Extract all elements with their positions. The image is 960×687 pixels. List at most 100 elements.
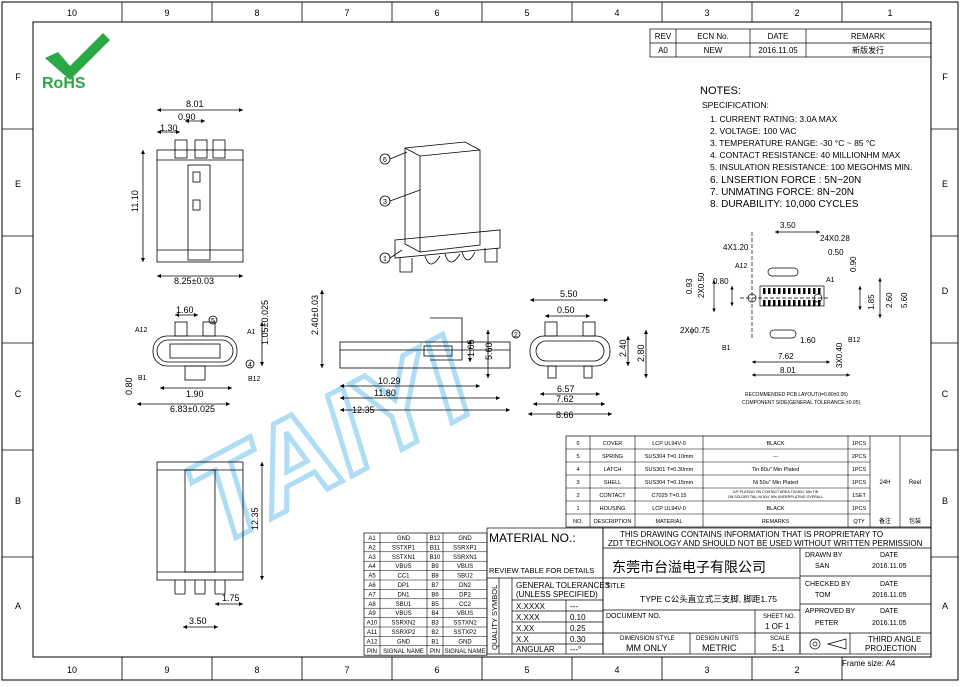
- dim-rf-5-50: 5.50: [560, 289, 578, 299]
- pcb-pad: [808, 288, 811, 294]
- dim-pcb-0-90: 0.90: [849, 256, 858, 272]
- bom-cell: CONTACT: [599, 493, 626, 499]
- pin-table-cell: A6: [368, 583, 376, 589]
- bom-cell: Tin 80u" Min Plated: [752, 467, 800, 473]
- dim-rf-2-40: 2.40: [618, 339, 628, 357]
- zone-row-right-B: B: [942, 496, 948, 506]
- approved-date-label: DATE: [880, 608, 898, 615]
- proprietary-line-2: ZDT TECHNOLOGY AND SHOULD NOT BE USED WI…: [608, 539, 923, 548]
- pcb-label-a12: A12: [735, 263, 748, 270]
- bom-cell: Ni 50u" Min Plated: [753, 480, 798, 486]
- tol-row-0-value: ---: [570, 602, 578, 611]
- dim-top-offset: 1.30: [160, 123, 178, 133]
- pin-table-cell: A5: [368, 574, 376, 580]
- zone-row-left-E: E: [15, 179, 21, 189]
- callout-3-iso: 3: [383, 199, 387, 206]
- drawn-by-value: SAN: [815, 563, 829, 570]
- tol-row-3-label: X.X: [516, 635, 530, 644]
- note-8: 8. DURABILITY: 10,000 CYCLES: [710, 199, 859, 210]
- dim-bottom-3-50: 3.50: [189, 616, 207, 626]
- pin-table-cell: A7: [368, 592, 376, 598]
- bom-note-header: 备注: [879, 517, 891, 525]
- zone-col-top-7: 7: [344, 8, 349, 18]
- bom-cell: BLACK: [766, 441, 784, 447]
- bom-cell: SHELL: [604, 480, 621, 486]
- note-6: 6. LNSERTION FORCE : 5N~20N: [710, 175, 861, 186]
- pin-table-cell: B2: [431, 630, 439, 636]
- bom-cell: 1PCS: [852, 467, 867, 473]
- proprietary-line-1: THIS DRAWING CONTAINS INFORMATION THAT I…: [620, 530, 883, 539]
- pin-table-cell: SBU2: [457, 574, 473, 580]
- tolerance-title: GENERAL TOLERANCES: [516, 581, 610, 590]
- zone-col-bottom-9: 9: [164, 665, 169, 675]
- dim-pcb-1-85: 1.85: [867, 294, 876, 310]
- rev-header-date: DATE: [768, 32, 789, 41]
- bom-cell: SUS301 T=0.30mm: [645, 467, 694, 473]
- pcb-pad: [763, 300, 766, 306]
- pcb-pad: [803, 300, 806, 306]
- pcb-layout-view: [712, 230, 882, 377]
- rev-value-date: 2016.11.05: [758, 46, 798, 55]
- dimension-style-value: MM ONLY: [626, 643, 667, 653]
- pin-table-cell: VBUS: [395, 611, 411, 617]
- dim-top-height: 11.10: [130, 190, 140, 212]
- pin-table-cell: B1: [431, 639, 439, 645]
- tol-row-2-label: X.XX: [516, 624, 535, 633]
- pin-table-cell: VBUS: [395, 564, 411, 570]
- pcb-pad: [803, 288, 806, 294]
- bom-cell: 4: [576, 467, 579, 473]
- dim-rf-6-57: 6.57: [557, 384, 575, 394]
- pin-table-cell: SSTXP2: [453, 630, 477, 636]
- dim-side-2-40: 2.40±0.03: [310, 295, 320, 335]
- bom-cell: HOUSING: [600, 506, 626, 512]
- bom-cell: SPRING: [602, 454, 623, 460]
- dim-rf-2-80: 2.80: [636, 344, 646, 362]
- dim-side-11-80: 11.80: [374, 388, 396, 398]
- zone-row-left-F: F: [15, 72, 21, 82]
- dim-pcb-0-80: 0.80: [713, 277, 729, 286]
- pin-label-b1: B1: [138, 375, 147, 382]
- checked-date-label: DATE: [880, 581, 898, 588]
- dim-bottom-1-75: 1.75: [222, 593, 240, 603]
- bom-cell: BLACK: [766, 506, 784, 512]
- dim-side-12-35: 12.35: [352, 405, 375, 415]
- bom-cell: SUS304 T=0.10mm: [645, 454, 694, 460]
- bom-cell: SUS304 T=0.15mm: [645, 480, 694, 486]
- scale-label: SCALE: [770, 636, 790, 642]
- dim-pcb-4x1-20: 4X1.20: [723, 243, 749, 252]
- pcb-pad: [768, 300, 771, 306]
- drawing-title: TYPE C公头直立式三支脚, 脚距1.75: [640, 594, 777, 604]
- tol-row-4-value: ---°: [570, 645, 581, 654]
- pin-table-cell: SSRXN1: [453, 555, 478, 561]
- pin-table-cell: A12: [367, 639, 378, 645]
- pin-table-cell: B6: [431, 592, 439, 598]
- isometric-view: [379, 141, 501, 273]
- note-4: 4. CONTACT RESISTANCE: 40 MILLIONHM MAX: [710, 150, 901, 160]
- pin-table-cell: SSRXP1: [453, 545, 477, 551]
- pcb-label-b12: B12: [848, 337, 861, 344]
- pin-table-cell: SSTXN1: [392, 555, 416, 561]
- checked-by-value: TOM: [815, 592, 831, 599]
- zone-col-bottom-6: 6: [434, 665, 439, 675]
- pin-table-cell: GND: [397, 536, 411, 542]
- design-units-value: METRIC: [702, 643, 737, 653]
- pcb-pad: [788, 288, 791, 294]
- zone-row-left-B: B: [15, 496, 21, 506]
- dim-top-bottom-width: 8.25±0.03: [174, 276, 214, 286]
- pcb-note-1: RECOMMENDED PCB LAYOUT(t=0.80±0.05): [745, 392, 848, 398]
- drawn-date-value: 2016.11.05: [872, 563, 907, 570]
- callout-1-iso: 1: [383, 256, 387, 263]
- sheet-no-value: 1 OF 1: [765, 622, 790, 631]
- pin-table-cell: B12: [430, 536, 441, 542]
- pcb-note-2: COMPONENT SIDE(GENERAL TOLERANCE:±0.05): [742, 400, 860, 406]
- zone-row-left-C: C: [15, 389, 22, 399]
- pin-table-cell: A8: [368, 602, 376, 608]
- frame-size: Frame size: A4: [842, 659, 896, 668]
- zone-row-right-D: D: [942, 286, 949, 296]
- tol-row-1-label: X.XXX: [516, 613, 540, 622]
- dim-bottom-12-35: 12.35: [250, 507, 260, 530]
- projection-symbol-icon: [809, 638, 847, 650]
- company-name: 东莞市台溢电子有限公司: [612, 559, 766, 575]
- pcb-pad: [818, 300, 821, 306]
- rev-header-rev: REV: [655, 32, 672, 41]
